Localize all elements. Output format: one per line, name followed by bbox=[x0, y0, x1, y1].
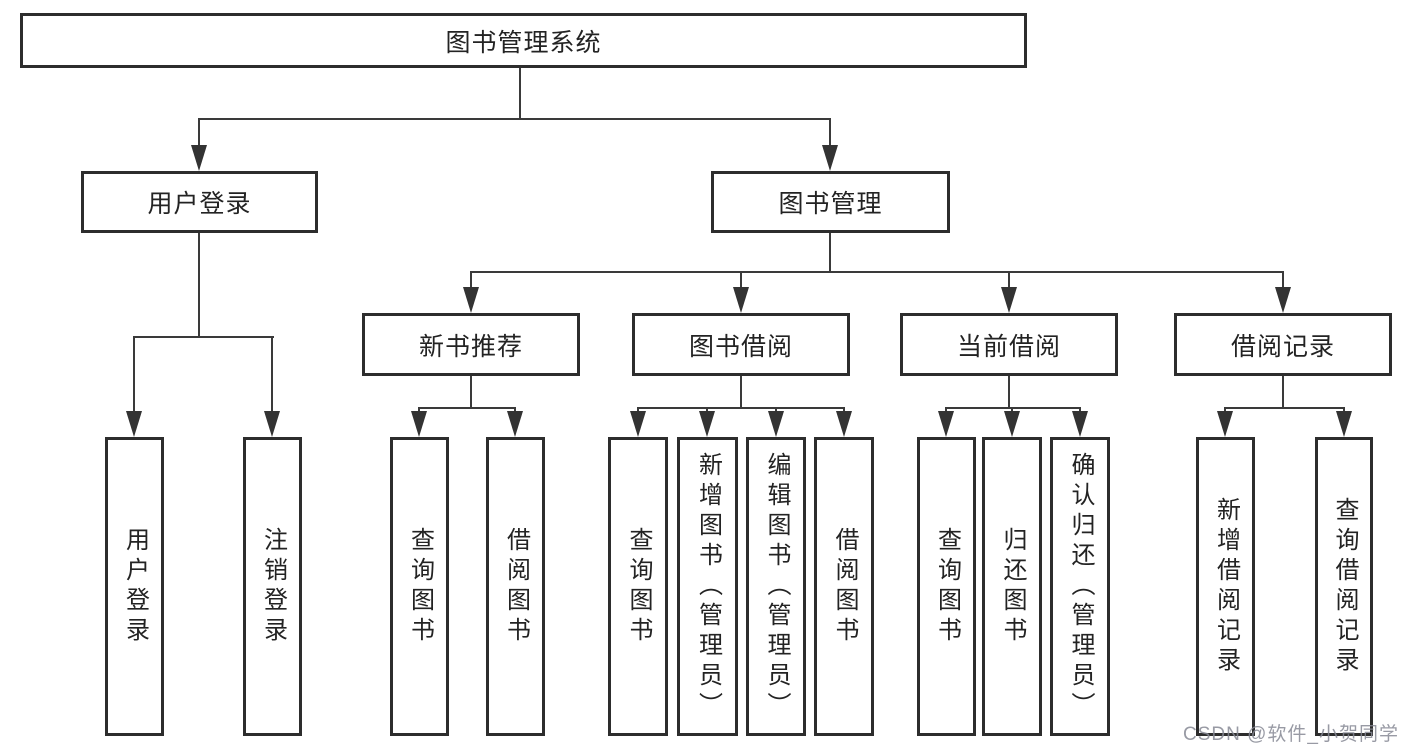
connector-line bbox=[1224, 407, 1345, 409]
leaf-add-borrow-record: 新增借阅记录 bbox=[1196, 437, 1255, 736]
arrow-down-icon bbox=[1001, 287, 1017, 313]
connector-line bbox=[1011, 407, 1013, 413]
connector-line bbox=[1282, 376, 1284, 407]
connector-line bbox=[706, 407, 708, 413]
leaf-borrow-books: 借阅图书 bbox=[814, 437, 874, 736]
connector-line bbox=[637, 407, 845, 409]
arrow-down-icon bbox=[1072, 411, 1088, 437]
leaf-user-login: 用户登录 bbox=[105, 437, 164, 736]
connector-line bbox=[740, 271, 742, 287]
leaf-query-books-borrowing: 查询图书 bbox=[608, 437, 668, 736]
leaf-add-books-admin: 新增图书（管理员） bbox=[677, 437, 738, 736]
connector-line bbox=[1343, 407, 1345, 413]
node-current-borrowing: 当前借阅 bbox=[900, 313, 1118, 376]
connector-line bbox=[829, 233, 831, 271]
csdn-watermark: CSDN @软件_小贺同学 bbox=[1183, 724, 1399, 745]
connector-line bbox=[1008, 376, 1010, 407]
connector-line bbox=[1008, 271, 1010, 287]
connector-line bbox=[133, 336, 135, 411]
connector-line bbox=[637, 407, 639, 413]
connector-line bbox=[514, 407, 516, 413]
arrow-down-icon bbox=[630, 411, 646, 437]
connector-line bbox=[1224, 407, 1226, 413]
node-book-borrowing: 图书借阅 bbox=[632, 313, 850, 376]
connector-line bbox=[198, 118, 831, 120]
connector-line bbox=[418, 407, 420, 413]
connector-line bbox=[418, 407, 516, 409]
node-user-login: 用户登录 bbox=[81, 171, 318, 233]
connector-line bbox=[1282, 271, 1284, 287]
connector-line bbox=[271, 336, 273, 411]
leaf-edit-books-admin: 编辑图书（管理员） bbox=[746, 437, 806, 736]
connector-line bbox=[945, 407, 1081, 409]
arrow-down-icon bbox=[768, 411, 784, 437]
leaf-query-books-current: 查询图书 bbox=[917, 437, 976, 736]
connector-line bbox=[740, 376, 742, 407]
arrow-down-icon bbox=[507, 411, 523, 437]
arrow-down-icon bbox=[1336, 411, 1352, 437]
arrow-down-icon bbox=[463, 287, 479, 313]
arrow-down-icon bbox=[1217, 411, 1233, 437]
node-root-library-system: 图书管理系统 bbox=[20, 13, 1027, 68]
connector-line bbox=[519, 68, 521, 118]
arrow-down-icon bbox=[733, 287, 749, 313]
arrow-down-icon bbox=[191, 145, 207, 171]
node-borrowing-records: 借阅记录 bbox=[1174, 313, 1392, 376]
connector-line bbox=[133, 336, 274, 338]
arrow-down-icon bbox=[938, 411, 954, 437]
arrow-down-icon bbox=[1275, 287, 1291, 313]
leaf-borrow-books-recommend: 借阅图书 bbox=[486, 437, 545, 736]
arrow-down-icon bbox=[699, 411, 715, 437]
leaf-logout: 注销登录 bbox=[243, 437, 302, 736]
leaf-return-books: 归还图书 bbox=[982, 437, 1042, 736]
leaf-query-borrow-record: 查询借阅记录 bbox=[1315, 437, 1373, 736]
arrow-down-icon bbox=[264, 411, 280, 437]
arrow-down-icon bbox=[411, 411, 427, 437]
connector-line bbox=[945, 407, 947, 413]
connector-line bbox=[843, 407, 845, 413]
connector-line bbox=[198, 118, 200, 146]
leaf-query-books-recommend: 查询图书 bbox=[390, 437, 449, 736]
node-new-book-recommend: 新书推荐 bbox=[362, 313, 580, 376]
arrow-down-icon bbox=[822, 145, 838, 171]
connector-line bbox=[1079, 407, 1081, 413]
connector-line bbox=[829, 118, 831, 146]
arrow-down-icon bbox=[836, 411, 852, 437]
connector-line bbox=[470, 271, 472, 287]
arrow-down-icon bbox=[1004, 411, 1020, 437]
connector-line bbox=[198, 233, 200, 336]
connector-line bbox=[775, 407, 777, 413]
connector-line bbox=[470, 376, 472, 407]
connector-line bbox=[470, 271, 1284, 273]
arrow-down-icon bbox=[126, 411, 142, 437]
node-book-management: 图书管理 bbox=[711, 171, 950, 233]
leaf-confirm-return-admin: 确认归还（管理员） bbox=[1050, 437, 1110, 736]
